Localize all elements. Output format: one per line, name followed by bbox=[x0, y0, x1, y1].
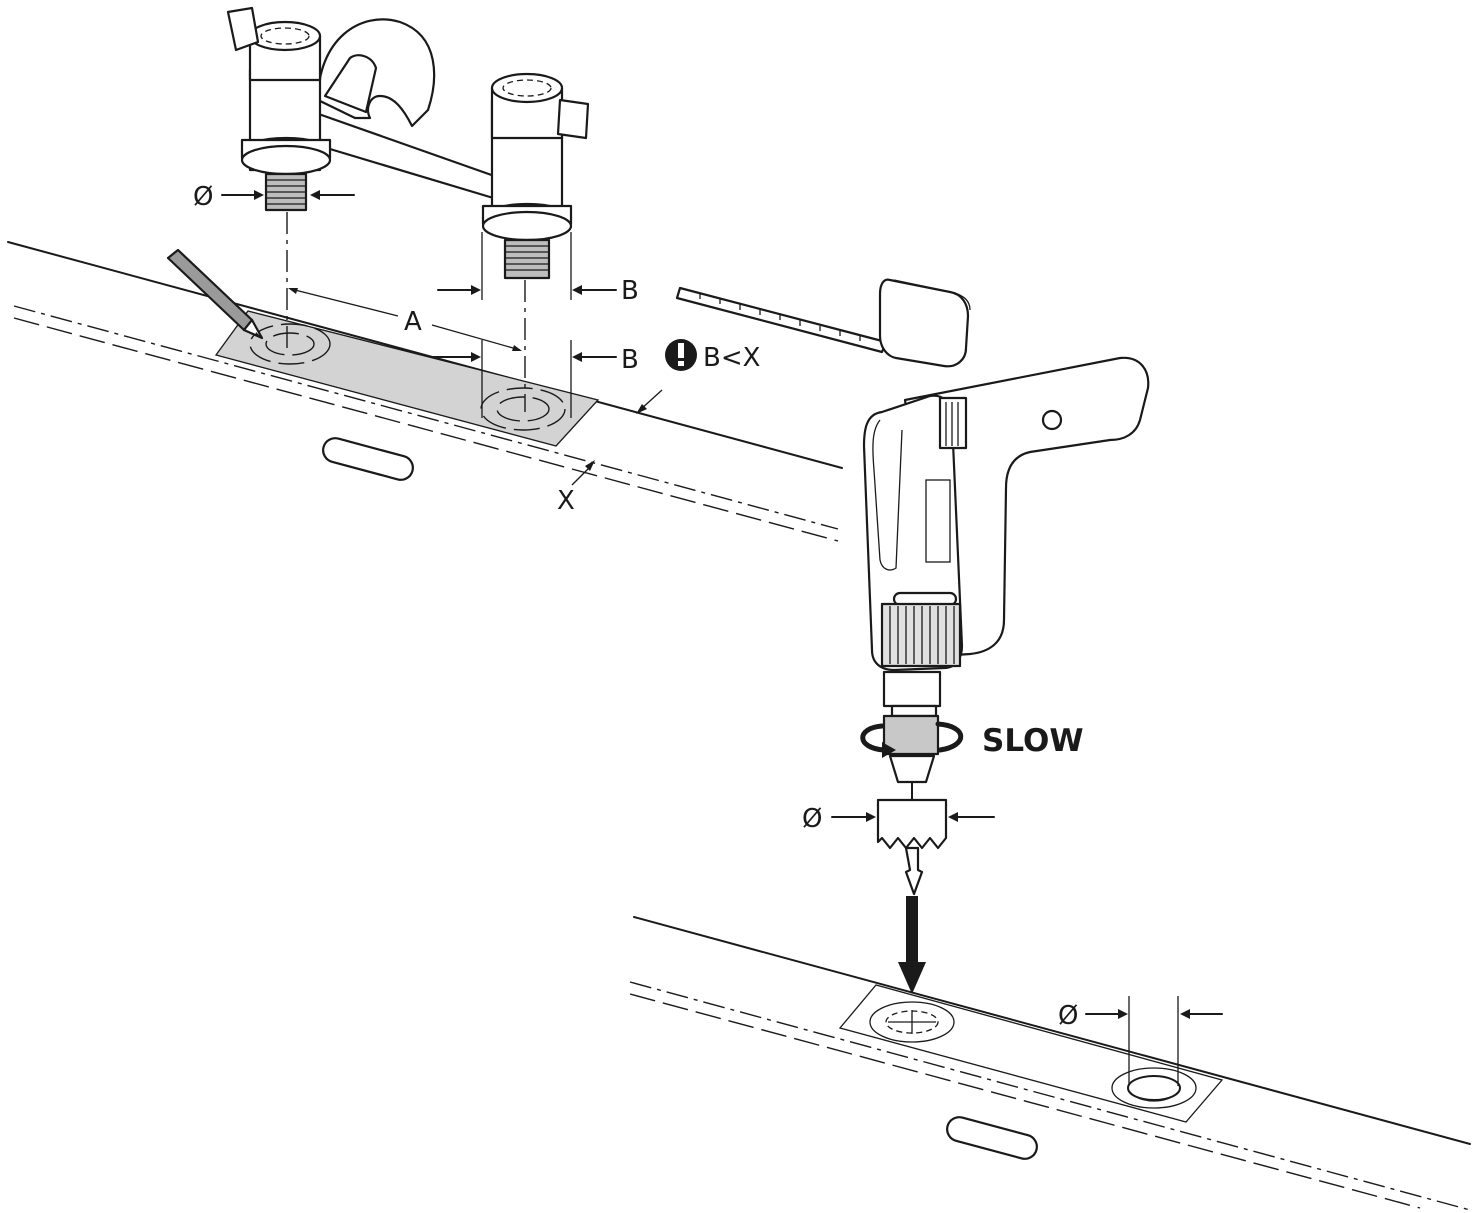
power-drill-icon bbox=[862, 356, 1150, 801]
dimension-b-top: B bbox=[437, 232, 639, 306]
tape-measure-icon bbox=[675, 278, 971, 368]
bath-tap-assembly bbox=[226, 6, 590, 280]
worktop-top bbox=[7, 241, 843, 542]
worktop-bottom bbox=[629, 916, 1471, 1211]
warning-condition-label: B<X bbox=[703, 343, 760, 373]
hole-diameter-label: Ø bbox=[1058, 1001, 1078, 1031]
dimension-b-bottom: B bbox=[431, 340, 639, 418]
rotation-arrow-icon bbox=[860, 721, 964, 758]
overflow-slot bbox=[322, 437, 414, 481]
thread-diameter-dimension: Ø bbox=[193, 182, 355, 212]
diameter-label-top: Ø bbox=[193, 182, 213, 212]
cutter-diameter-label: Ø bbox=[802, 804, 822, 834]
dimension-b-label-bottom: B bbox=[621, 345, 639, 375]
dimension-x: X bbox=[557, 389, 663, 516]
dimension-x-label: X bbox=[557, 486, 575, 516]
dimension-a: A bbox=[288, 288, 522, 351]
speed-label: SLOW bbox=[982, 723, 1084, 759]
hole-diameter-dimension: Ø bbox=[1058, 996, 1223, 1086]
dimension-b-label-top: B bbox=[621, 276, 639, 306]
dimension-a-label: A bbox=[404, 307, 422, 337]
overflow-slot-bottom bbox=[946, 1116, 1038, 1160]
hole-saw: Ø bbox=[802, 798, 995, 896]
paper-template bbox=[214, 310, 600, 447]
pencil-icon bbox=[166, 248, 264, 340]
warning-note: B<X bbox=[665, 339, 760, 373]
arrow-down-icon bbox=[898, 896, 926, 994]
